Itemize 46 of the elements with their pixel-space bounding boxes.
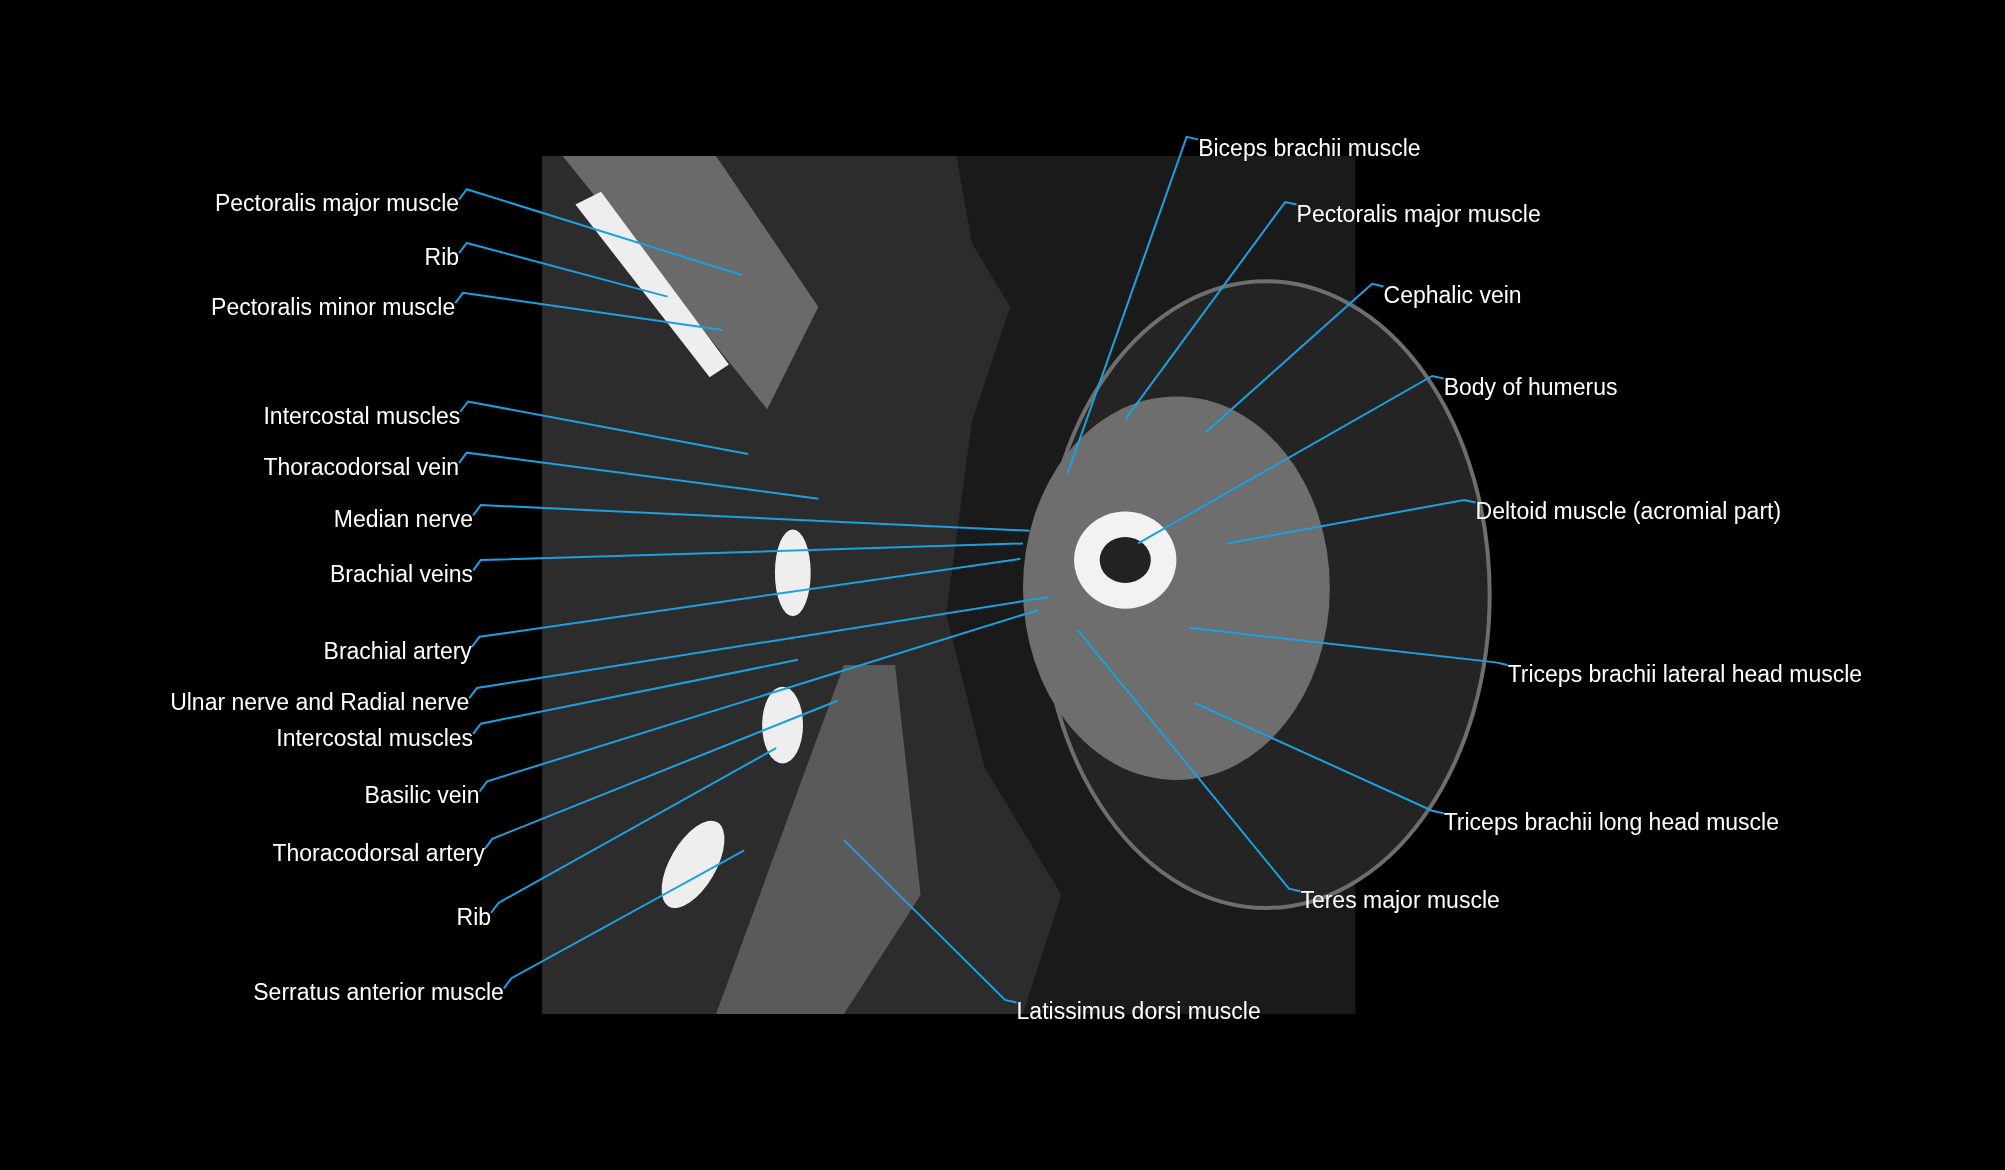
leader-line — [1204, 282, 1385, 434]
structure-label: Rib — [424, 243, 460, 271]
structure-label: Pectoralis major muscle — [1296, 199, 1541, 228]
leader-line — [502, 849, 746, 990]
structure-label: Teres major muscle — [1300, 886, 1500, 915]
structure-label: Deltoid muscle (acromial part) — [1475, 497, 1782, 526]
leader-line — [458, 241, 669, 298]
structure-label: Thoracodorsal vein — [263, 452, 460, 481]
structure-label: Basilic vein — [364, 781, 480, 810]
structure-label: Ulnar nerve and Radial nerve — [170, 688, 470, 716]
leader-line — [1124, 200, 1298, 421]
leader-line — [470, 557, 1022, 648]
leader-line — [472, 504, 1031, 532]
structure-label: Pectoralis major muscle — [214, 189, 460, 218]
structure-label: Brachial veins — [329, 560, 474, 589]
leader-line — [1226, 498, 1477, 545]
leader-line — [478, 608, 1040, 793]
leader-line — [1076, 629, 1302, 893]
structure-label: Thoracodorsal artery — [272, 838, 485, 867]
leader-line — [458, 188, 743, 276]
leader-line — [842, 839, 1018, 1004]
leader-line — [483, 699, 839, 851]
structure-label: Intercostal muscles — [276, 723, 474, 752]
leader-line — [472, 542, 1024, 572]
structure-label: Intercostal muscles — [263, 401, 461, 430]
leader-line — [1194, 702, 1445, 815]
structure-label: Brachial artery — [323, 636, 472, 665]
structure-label: Pectoralis minor muscle — [211, 292, 456, 321]
leader-line — [1188, 626, 1509, 666]
structure-label: Body of humerus — [1443, 373, 1618, 402]
structure-label: Latissimus dorsi muscle — [1016, 997, 1261, 1026]
structure-label: Median nerve — [333, 505, 474, 534]
leader-line — [1066, 135, 1200, 475]
leader-line — [459, 400, 750, 455]
leader-line — [454, 291, 724, 331]
structure-label: Biceps brachii muscle — [1198, 134, 1421, 163]
structure-label: Serratus anterior muscle — [253, 978, 504, 1007]
structure-label: Triceps brachii long head muscle — [1443, 808, 1779, 837]
leader-line — [490, 747, 778, 914]
leader-line — [1137, 374, 1445, 545]
leader-line — [458, 451, 820, 500]
leader-line — [468, 596, 1050, 700]
structure-label: Triceps brachii lateral head muscle — [1507, 659, 1863, 688]
structure-label: Cephalic vein — [1383, 281, 1522, 310]
leader-line — [472, 658, 799, 735]
structure-label: Rib — [456, 902, 492, 931]
